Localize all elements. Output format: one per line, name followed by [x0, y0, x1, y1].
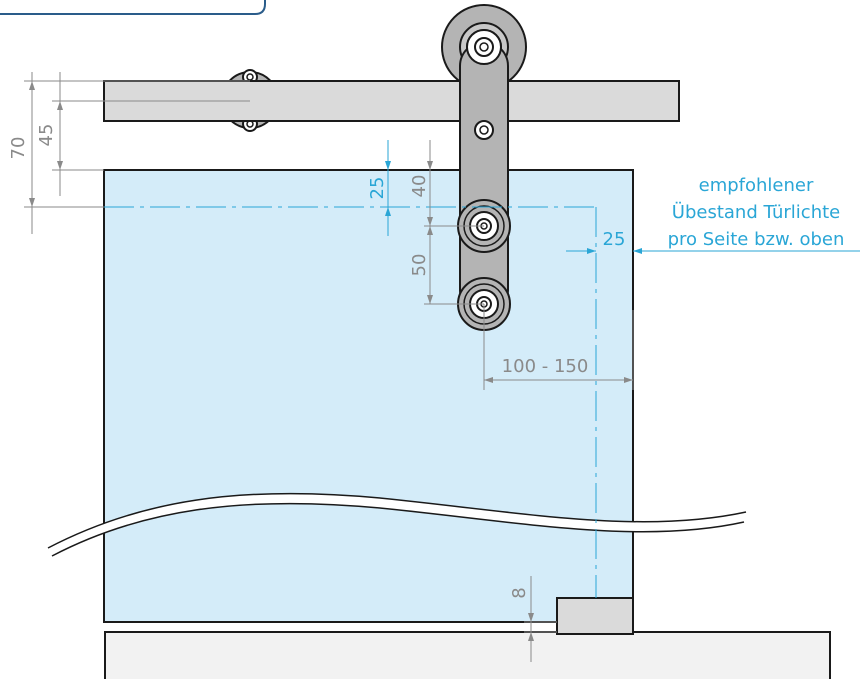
- dim-label-100-150: 100 - 150: [502, 356, 589, 377]
- note-line-1: empfohlener: [699, 175, 814, 196]
- floor: [104, 631, 831, 679]
- dim-label-40: 40: [409, 175, 430, 198]
- wheel-hub: [466, 29, 502, 65]
- note-line-2: Übestand Türlichte: [672, 201, 840, 223]
- dim-label-8: 8: [509, 587, 530, 598]
- dim-label-50: 50: [409, 254, 430, 277]
- break-line: [47, 492, 747, 557]
- glass-door-panel: [103, 169, 634, 623]
- dim-label-25-side: 25: [603, 229, 626, 250]
- floor-guide: [556, 597, 634, 635]
- recommended-opening-line: [104, 206, 597, 598]
- dim-side-overlap: [566, 248, 860, 254]
- dim-label-70: 70: [8, 137, 29, 160]
- strap-screw-icon: [474, 120, 494, 140]
- dim-roller-edge: [483, 304, 634, 390]
- dim-floor-gap: [524, 576, 557, 662]
- note-line-3: pro Seite bzw. oben: [668, 229, 845, 250]
- dim-top-offsets: [385, 140, 484, 305]
- hanger-strap: [459, 41, 509, 315]
- callout-box-edge: [0, 0, 266, 15]
- dim-rail-height: [24, 72, 250, 234]
- dim-label-45: 45: [36, 124, 57, 147]
- dim-label-25-top: 25: [367, 177, 388, 200]
